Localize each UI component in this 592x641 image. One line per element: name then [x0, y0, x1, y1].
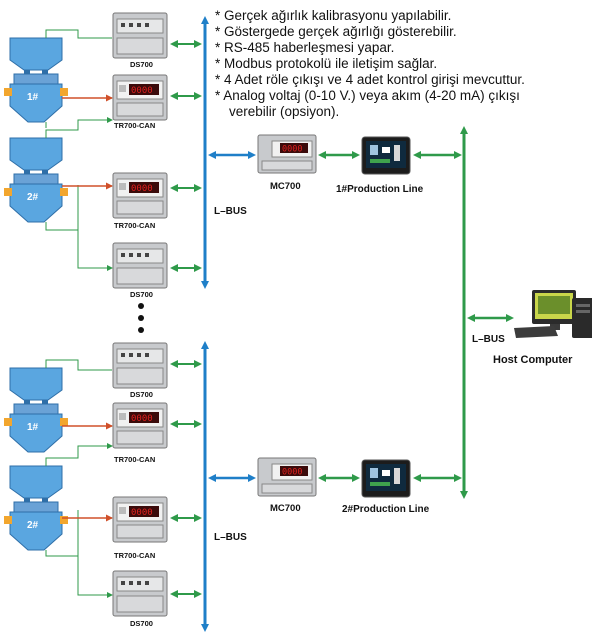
- host-computer-icon: [514, 290, 592, 338]
- link-line: [45, 117, 113, 138]
- hopper-label: 1#: [27, 422, 39, 433]
- feature-item: * 4 Adet röle çıkışı ve 4 adet kontrol g…: [215, 72, 525, 87]
- device-group-2: 1# 2# DS700 0000: [4, 342, 202, 628]
- device-label: DS700: [130, 60, 153, 69]
- mc700-device: 0000: [257, 134, 317, 174]
- bus-label: L–BUS: [214, 206, 247, 217]
- hopper-2: 2#: [4, 465, 68, 551]
- led-display: 0000: [282, 468, 302, 478]
- link-line: [45, 550, 78, 557]
- device-label: DS700: [130, 390, 153, 399]
- hopper-2: 2#: [4, 137, 68, 223]
- device-label: DS700: [130, 619, 153, 628]
- tr700-device: 0000: [112, 496, 168, 543]
- hopper-1: 1#: [4, 367, 68, 453]
- led-display: 0000: [131, 86, 153, 96]
- tr700-device: 0000: [112, 172, 168, 219]
- hopper-label: 2#: [27, 520, 39, 531]
- feature-item: * Gerçek ağırlık kalibrasyonu yapılabili…: [215, 8, 452, 23]
- hopper-1: 1#: [4, 37, 68, 123]
- device-label: MC700: [270, 181, 301, 192]
- device-group-1: 1# 2# DS700 0000: [4, 12, 202, 299]
- led-display: 0000: [131, 414, 153, 424]
- ds700-device: [112, 570, 168, 617]
- production-line-label: 2#Production Line: [342, 504, 430, 515]
- feature-list: * Gerçek ağırlık kalibrasyonu yapılabili…: [215, 8, 590, 120]
- ds700-device: [112, 242, 168, 289]
- hopper-label: 2#: [27, 192, 39, 203]
- device-label: TR700-CAN: [114, 121, 155, 130]
- tr700-device: 0000: [112, 74, 168, 121]
- device-label: TR700-CAN: [114, 221, 155, 230]
- hopper-label: 1#: [27, 92, 39, 103]
- ds700-device: [112, 12, 168, 59]
- device-label: DS700: [130, 290, 153, 299]
- device-label: TR700-CAN: [114, 455, 155, 464]
- ds700-device: [112, 342, 168, 389]
- led-display: 0000: [131, 508, 153, 518]
- link-line: [45, 359, 112, 371]
- device-label: MC700: [270, 503, 301, 514]
- feature-item: * Göstergede gerçek ağırlığı gösterebili…: [215, 24, 457, 39]
- feature-item: verebilir (opsiyon).: [229, 104, 340, 119]
- production-line-panel: [361, 136, 411, 175]
- bus-label: L–BUS: [472, 334, 505, 345]
- bus-label: L–BUS: [214, 532, 247, 543]
- link-line: [45, 222, 78, 231]
- tr700-device: 0000: [112, 402, 168, 449]
- led-display: 0000: [282, 145, 302, 155]
- feature-item: * Analog voltaj (0-10 V.) veya akım (4-2…: [215, 88, 520, 103]
- host-computer-label: Host Computer: [493, 354, 573, 366]
- link-line: [77, 510, 113, 598]
- feature-item: * Modbus protokolü ile iletişim sağlar.: [215, 56, 438, 71]
- ellipsis-dot: [138, 303, 144, 309]
- production-line-panel: [361, 459, 411, 498]
- link-line: [45, 29, 112, 39]
- ellipsis-dot: [138, 327, 144, 333]
- link-line: [45, 443, 113, 466]
- production-line-label: 1#Production Line: [336, 184, 424, 195]
- mc700-device: 0000: [257, 457, 317, 497]
- link-line: [77, 185, 113, 271]
- ellipsis-dot: [138, 315, 144, 321]
- feature-item: * RS-485 haberleşmesi yapar.: [215, 40, 395, 55]
- led-display: 0000: [131, 184, 153, 194]
- device-label: TR700-CAN: [114, 551, 155, 560]
